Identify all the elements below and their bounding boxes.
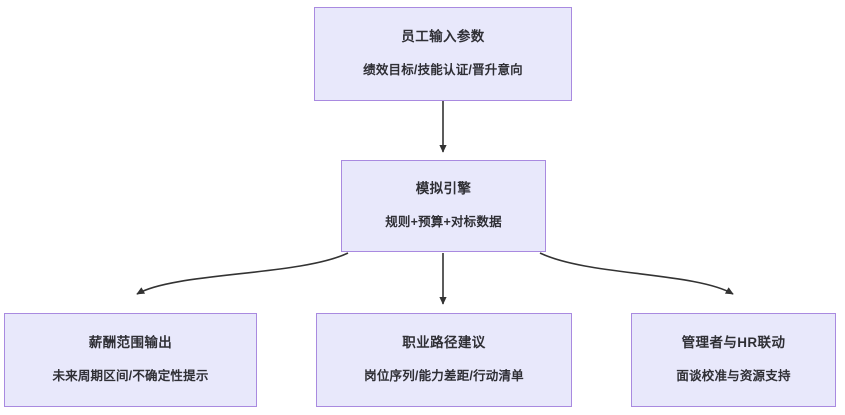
node-manager-hr-title: 管理者与HR联动 xyxy=(681,335,786,351)
node-career-path-title: 职业路径建议 xyxy=(402,335,486,351)
node-manager-hr[interactable]: 管理者与HR联动 面谈校准与资源支持 xyxy=(631,313,836,407)
edge-engine-to-pay-range xyxy=(136,252,349,295)
node-pay-range-subtitle: 未来周期区间/不确定性提示 xyxy=(52,369,209,384)
node-input[interactable]: 员工输入参数 绩效目标/技能认证/晋升意向 xyxy=(314,7,572,101)
node-pay-range[interactable]: 薪酬范围输出 未来周期区间/不确定性提示 xyxy=(4,313,257,407)
node-engine[interactable]: 模拟引擎 规则+预算+对标数据 xyxy=(341,160,546,252)
node-input-subtitle: 绩效目标/技能认证/晋升意向 xyxy=(363,63,523,78)
node-career-path-subtitle: 岗位序列/能力差距/行动清单 xyxy=(364,369,524,384)
node-engine-subtitle: 规则+预算+对标数据 xyxy=(385,215,502,230)
node-career-path[interactable]: 职业路径建议 岗位序列/能力差距/行动清单 xyxy=(316,313,572,407)
node-engine-title: 模拟引擎 xyxy=(415,181,472,197)
edge-engine-to-manager-hr xyxy=(539,252,734,295)
node-input-title: 员工输入参数 xyxy=(401,29,485,45)
node-manager-hr-subtitle: 面谈校准与资源支持 xyxy=(676,369,791,384)
node-pay-range-title: 薪酬范围输出 xyxy=(88,335,173,351)
